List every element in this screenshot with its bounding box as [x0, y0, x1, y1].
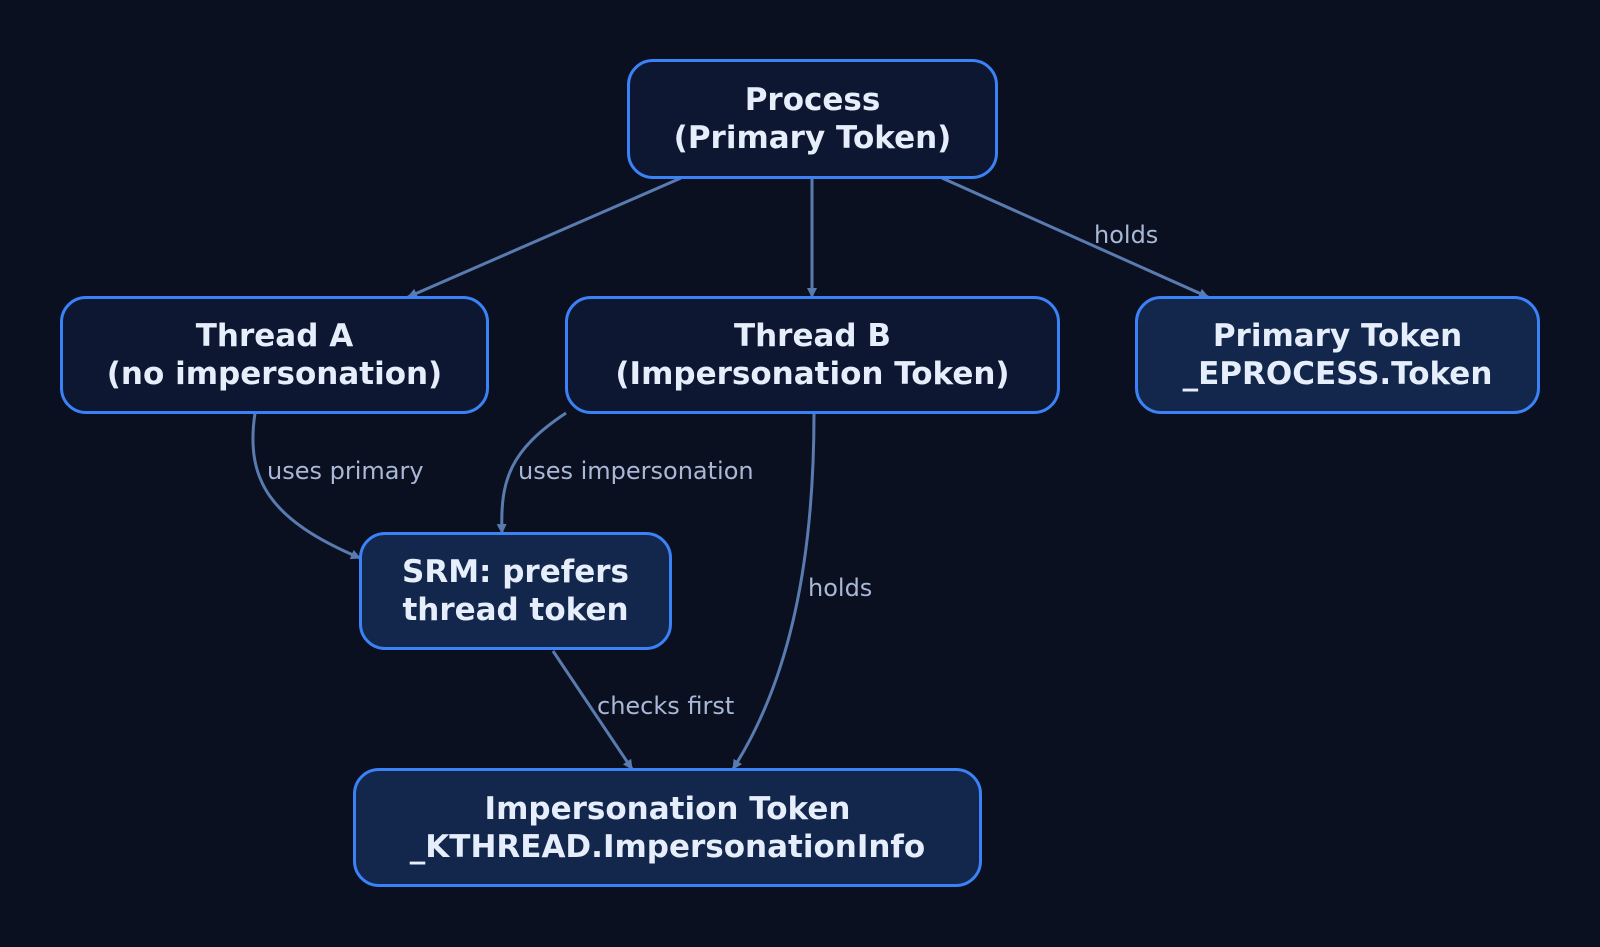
- edge-label-uses-impersonation: uses impersonation: [518, 457, 754, 485]
- node-thread-a-line1: Thread A: [195, 318, 354, 354]
- node-thread-b: Thread B (Impersonation Token): [565, 296, 1060, 414]
- node-impersonation-token-line1: Impersonation Token: [484, 790, 851, 827]
- node-thread-a: Thread A (no impersonation): [60, 296, 489, 414]
- node-process: Process (Primary Token): [627, 59, 998, 179]
- edge-thread-b-to-impersonation-token: [731, 412, 816, 770]
- node-process-line2: (Primary Token): [673, 120, 952, 156]
- node-primary-token-line2: _EPROCESS.Token: [1182, 356, 1493, 392]
- node-thread-b-line2: (Impersonation Token): [615, 356, 1010, 392]
- edge-process-to-thread-a: [407, 176, 682, 299]
- edge-srm-to-impersonation-token: [551, 650, 634, 770]
- node-primary-token: Primary Token _EPROCESS.Token: [1135, 296, 1540, 414]
- edge-label-checks-first: checks first: [597, 692, 735, 720]
- node-thread-a-line2: (no impersonation): [106, 356, 443, 392]
- edge-thread-a-to-srm: [251, 412, 361, 560]
- edge-label-holds-impersonation: holds: [808, 574, 873, 602]
- edge-label-uses-primary: uses primary: [267, 457, 424, 485]
- node-process-line1: Process: [744, 82, 881, 118]
- edge-label-holds-primary: holds: [1094, 221, 1159, 249]
- node-srm-line2: thread token: [402, 592, 629, 628]
- node-thread-b-line1: Thread B: [733, 318, 892, 354]
- node-impersonation-token: Impersonation Token _KTHREAD.Impersonati…: [353, 768, 982, 887]
- node-srm: SRM: prefers thread token: [359, 532, 672, 650]
- node-primary-token-line1: Primary Token: [1212, 318, 1463, 354]
- edge-process-to-primary-token: [941, 176, 1209, 299]
- node-srm-line1: SRM: prefers: [402, 554, 629, 590]
- edge-thread-b-to-srm: [496, 411, 567, 534]
- node-impersonation-token-line2: _KTHREAD.ImpersonationInfo: [409, 828, 926, 865]
